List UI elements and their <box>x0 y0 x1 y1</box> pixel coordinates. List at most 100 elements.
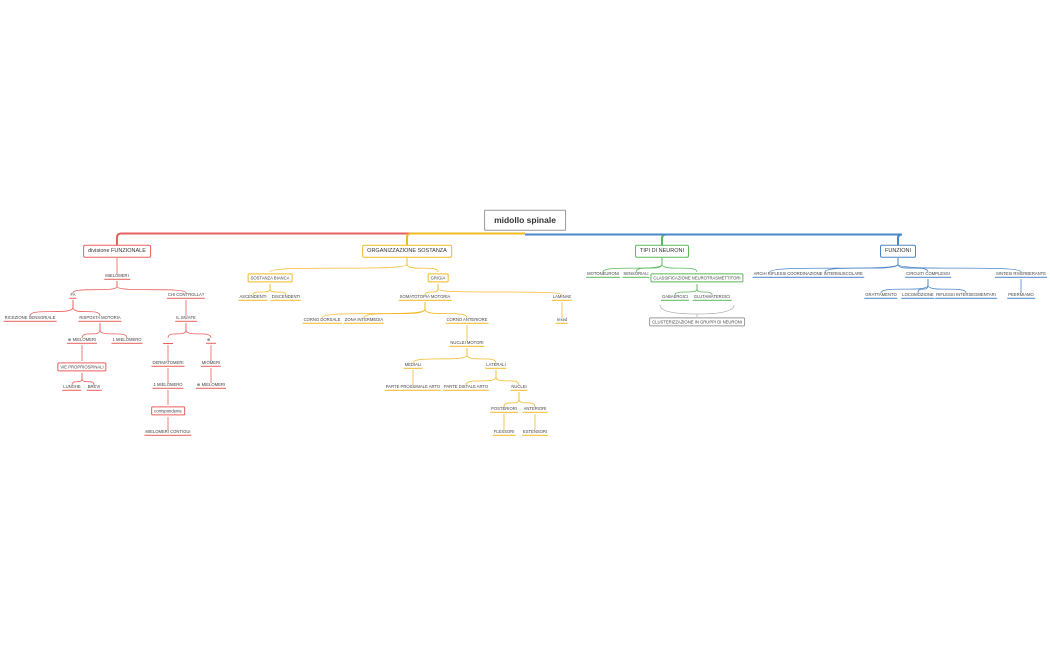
node-label: corrispondente <box>154 407 182 413</box>
node-o14[interactable]: NUCLEI <box>510 384 528 391</box>
node-label: GRATTAMENTO <box>865 291 897 297</box>
node-t6[interactable]: CLUSTERIZZAZIONE IN GRUPPI DI NEURONI <box>649 317 745 327</box>
node-f6[interactable]: 1 MIELOMERO <box>111 337 143 344</box>
node-f18[interactable]: MIOMERI <box>200 360 222 367</box>
connector-t5 <box>696 284 713 296</box>
trunk-bF <box>116 232 525 245</box>
branch-tipi-neuroni[interactable]: TIPI DI NEURONI <box>634 244 690 258</box>
node-label: CLASSIFICAZIONE NEUROTRASMETTITORI <box>653 274 741 280</box>
node-f2[interactable]: FA <box>69 292 77 299</box>
connector-t3 <box>661 258 698 273</box>
node-f4[interactable]: RISPOSTA MOTORIA <box>78 314 122 322</box>
node-o16[interactable]: FLESSORI <box>492 429 516 436</box>
branch-organizzazione[interactable]: ORGANIZZAZIONE SOSTANZA <box>362 244 452 258</box>
branch-funzionale[interactable]: divisione FUNZIONALE <box>83 244 151 258</box>
node-label: GLUTAMATERGICI <box>693 293 731 299</box>
node-f19[interactable]: ⊕ MIELOMERI <box>195 381 227 389</box>
connector-o19 <box>437 284 563 296</box>
node-f7[interactable]: VIE PROPRIOSPINALI <box>57 362 107 372</box>
node-label: GABAERGICI <box>661 293 689 299</box>
node-o9[interactable]: NUCLEI MOTORI <box>449 340 485 347</box>
connector-u7 <box>897 258 1022 273</box>
node-label: LATERALI <box>486 361 506 367</box>
node-f12[interactable] <box>163 338 173 344</box>
node-o2[interactable]: ASCENDENTI <box>238 294 268 301</box>
node-label: MIELOMERI <box>201 381 226 387</box>
expand-icon[interactable]: ⊕ <box>207 336 211 342</box>
trunk-bU <box>525 233 903 245</box>
node-t2[interactable]: SENSORIALI <box>622 270 650 278</box>
node-f1[interactable]: MIELOMERI <box>104 272 130 280</box>
node-label: RIFLESSI INTERSEGMENTARI <box>936 291 996 297</box>
node-u1[interactable]: ARCHI RIFLESSI <box>752 271 788 278</box>
node-o18[interactable]: ESTENSORI <box>521 428 549 436</box>
node-label: MIELOMERI <box>72 336 97 342</box>
node-o11[interactable]: PARTE PROSSIMALE ARTO <box>384 383 442 391</box>
node-t3[interactable]: CLASSIFICAZIONE NEUROTRASMETTITORI <box>650 273 744 283</box>
node-o10[interactable]: MEDIALI <box>403 361 423 369</box>
node-t1[interactable]: MOTONEURONI <box>586 271 620 278</box>
node-label: IL SN/AFE <box>176 314 196 320</box>
node-o12[interactable]: LATERALI <box>485 361 507 369</box>
node-o6[interactable]: CORNO DORSALE <box>302 316 342 324</box>
node-f8[interactable]: LUNGHE <box>62 383 82 391</box>
node-f11[interactable]: IL SN/AFE <box>175 314 197 322</box>
node-u5[interactable]: LOCOMOZIONE <box>901 292 935 299</box>
node-f14[interactable]: 1 MIELOMERO <box>152 381 184 389</box>
node-f9[interactable]: BREVI <box>86 384 102 391</box>
node-o1[interactable]: SOSTANZA BIANCA <box>247 273 293 283</box>
node-label: FUNZIONI <box>885 247 911 254</box>
node-label: ESTENSORI <box>522 428 548 434</box>
expand-icon[interactable]: ⊕ <box>67 336 73 342</box>
node-label: MIELOMERI <box>105 272 129 278</box>
expand-icon[interactable]: ⊕ <box>196 381 202 387</box>
connector-o12 <box>466 348 497 364</box>
node-label: PEERMIAMO <box>1008 291 1034 297</box>
node-label: RISPOSTA MOTORIA <box>79 314 121 320</box>
node-u2[interactable]: COORDINAZIONE INTERMUSCOLARE <box>786 271 864 278</box>
node-f17[interactable]: ⊕ <box>206 336 216 344</box>
node-o15[interactable]: POSTERIORI <box>490 406 518 413</box>
node-label: ANTERIORI <box>523 405 547 411</box>
node-f16[interactable]: MIELOMERI CONTIGUI <box>144 428 192 436</box>
node-label: LAMINAE <box>552 293 572 299</box>
connector-f17 <box>185 323 212 339</box>
node-label: CORNO DORSALE <box>303 316 341 322</box>
node-label: PARTE PROSSIMALE ARTO <box>385 383 441 389</box>
node-f13[interactable]: DERMATOMERI <box>151 359 185 367</box>
node-label: 1 MIELOMERO <box>153 381 183 387</box>
node-u3[interactable]: CIRCUITI COMPLESSI <box>905 271 951 278</box>
node-t5[interactable]: GLUTAMATERGICI <box>692 293 732 301</box>
node-o7[interactable]: ZONA INTERMEDIA <box>343 317 385 324</box>
node-u8[interactable]: PEERMIAMO <box>1007 291 1035 299</box>
branch-funzioni[interactable]: FUNZIONI <box>880 244 916 258</box>
node-o8[interactable]: CORNO ANTERIORE <box>445 317 489 324</box>
node-o19[interactable]: LAMINAE <box>551 293 573 301</box>
node-o5[interactable]: SOMATOTOPIA MOTORIA <box>398 294 452 301</box>
node-u6[interactable]: RIFLESSI INTERSEGMENTARI <box>935 291 997 299</box>
node-u7[interactable]: SINTESI RIVERBERANTE <box>994 271 1048 278</box>
node-o20[interactable]: rexed <box>555 317 569 324</box>
connector-o1 <box>269 258 408 273</box>
node-label: MIELOMERI CONTIGUI <box>145 428 191 434</box>
node-f10[interactable]: CHI CONTROLLA? <box>166 292 206 299</box>
node-label: SENSORIALI <box>623 270 649 276</box>
trunk-bO <box>406 232 525 245</box>
node-f15[interactable]: corrispondente <box>151 406 185 416</box>
node-o3[interactable]: DISCENDENTI <box>270 293 302 301</box>
root-node[interactable]: midollo spinale <box>484 209 566 231</box>
node-label: ORGANIZZAZIONE SOSTANZA <box>367 247 447 254</box>
node-label: LUNGHE <box>63 383 81 389</box>
node-label: DISCENDENTI <box>271 293 301 299</box>
node-o13[interactable]: PARTE DISTALE ARTO <box>442 384 490 391</box>
node-o4[interactable]: GRIGIA <box>427 273 449 283</box>
node-u4[interactable]: GRATTAMENTO <box>864 291 898 299</box>
node-label: DERMATOMERI <box>152 359 184 365</box>
node-label: MEDIALI <box>404 361 422 367</box>
node-f5[interactable]: ⊕ MIELOMERI <box>66 336 98 344</box>
node-label: divisione FUNZIONALE <box>88 247 146 254</box>
node-f3[interactable]: RICEZIONE SENSORIALE <box>3 315 57 322</box>
node-t4[interactable]: GABAERGICI <box>660 293 690 301</box>
node-o17[interactable]: ANTERIORI <box>522 405 548 413</box>
